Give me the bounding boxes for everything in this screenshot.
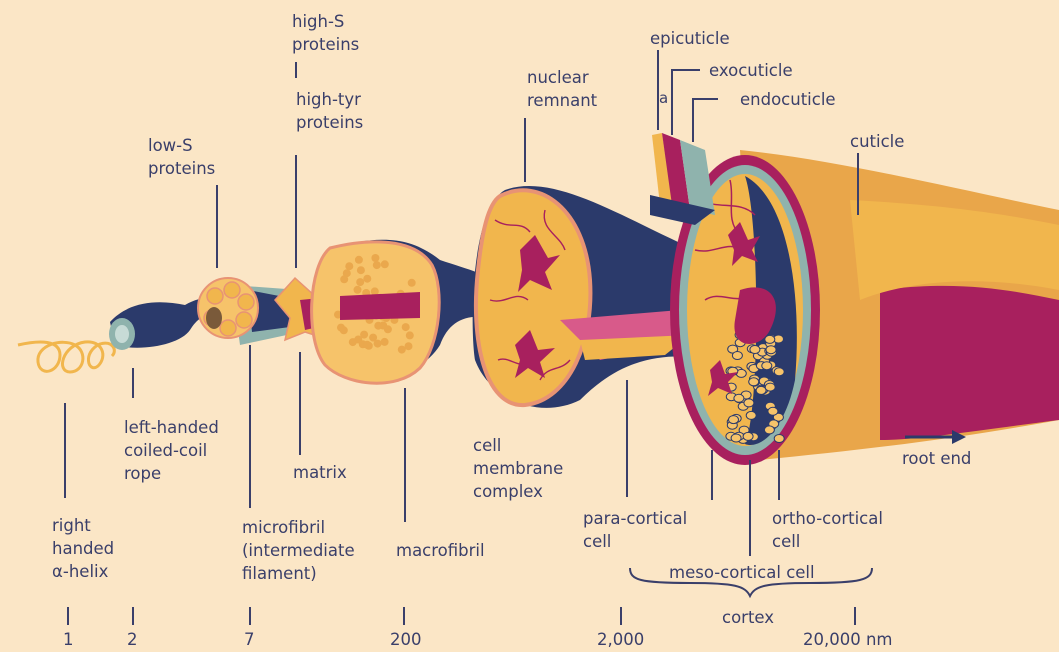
scale-label-7: 7 [244,628,255,651]
nuclear-remnant-label: nuclear remnant [527,66,597,112]
high-s-proteins-label: high-S proteins [292,10,359,56]
exocuticle-label: exocuticle [709,59,793,82]
cortex-label: cortex [722,606,774,629]
root-end-label: root end [902,447,971,470]
high-tyr-proteins-label: high-tyr proteins [296,88,363,134]
scale-label-1: 1 [63,628,74,651]
alpha-helix-shape [18,342,114,372]
scale-tick [620,607,622,625]
macrofibril-shape [311,240,500,384]
coiled-coil-rope-label: left-handed coiled-coil rope [124,416,219,485]
microfibril-label: microfibril (intermediate filament) [242,516,355,585]
scale-tick [854,607,856,625]
scale-label-200: 200 [390,628,422,651]
macrofibril-label: macrofibril [396,539,485,562]
scale-tick [67,607,69,625]
scale-label-2000: 2,000 [597,628,644,651]
endocuticle-label: endocuticle [740,88,836,111]
scale-tick [249,607,251,625]
alpha-helix-label: right handed α-helix [52,514,114,583]
meso-cortical-cell-label: meso-cortical cell [669,561,815,584]
fibre-with-cuticle-shape [650,133,1059,465]
para-cortical-cell-label: para-cortical cell [583,507,687,553]
epicuticle-label: epicuticle [650,27,730,50]
cell-membrane-complex-label: cell membrane complex [473,434,563,503]
a-label: a [659,87,668,110]
ortho-cortical-cell-label: ortho-cortical cell [772,507,883,553]
scale-label-2: 2 [127,628,138,651]
cuticle-label: cuticle [850,130,904,153]
low-s-proteins-label: low-S proteins [148,134,215,180]
scale-tick [403,607,405,625]
scale-label-20000-nm: 20,000 nm [803,628,893,651]
matrix-label: matrix [293,461,347,484]
scale-tick [132,607,134,625]
